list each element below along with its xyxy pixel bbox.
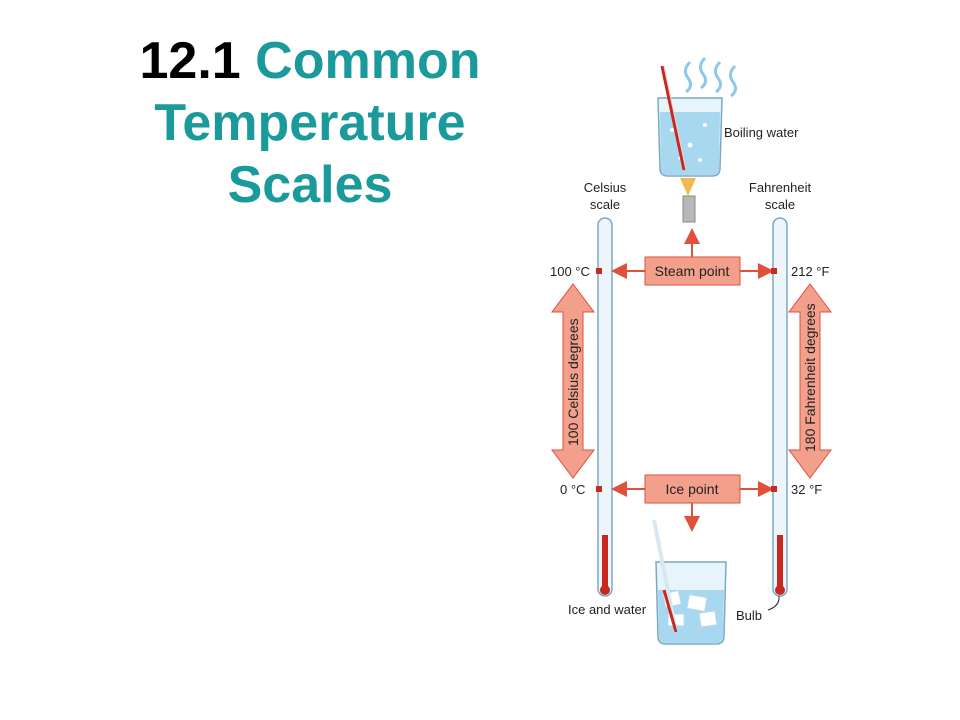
ice-water-beaker <box>652 519 727 645</box>
title-text-line1: Common <box>255 32 481 90</box>
fahrenheit-212-label: 212 °F <box>791 264 830 279</box>
ice-point-box <box>644 474 741 504</box>
fahrenheit-32-tick <box>771 486 777 492</box>
slide-title: 12.1 Common Temperature Scales <box>100 30 520 216</box>
celsius-degrees-label: 100 Celsius degrees <box>565 318 581 446</box>
title-text-line2: Temperature <box>154 94 466 152</box>
fahrenheit-degrees-label: 180 Fahrenheit degrees <box>802 303 818 452</box>
fahrenheit-thermometer <box>772 217 788 597</box>
celsius-degrees-double-arrow <box>551 283 595 479</box>
fahrenheit-212-tick <box>771 268 777 274</box>
fahrenheit-32-label: 32 °F <box>791 482 822 497</box>
ice-and-water-label: Ice and water <box>568 602 647 617</box>
fahrenheit-scale-label-line2: scale <box>765 197 795 212</box>
celsius-100-label: 100 °C <box>550 264 590 279</box>
boiling-water-label: Boiling water <box>724 125 799 140</box>
fahrenheit-degrees-double-arrow <box>788 283 832 479</box>
celsius-scale-label-line2: scale <box>590 197 620 212</box>
celsius-0-tick <box>596 486 602 492</box>
boiling-water-beaker <box>657 56 738 223</box>
celsius-100-tick <box>596 268 602 274</box>
bulb-pointer-line <box>767 595 780 611</box>
celsius-scale-label-line1: Celsius <box>584 180 627 195</box>
celsius-thermometer <box>597 217 613 597</box>
bulb-label: Bulb <box>736 608 762 623</box>
ice-point-label: Ice point <box>666 481 719 497</box>
title-text-line3: Scales <box>227 156 393 214</box>
steam-point-box <box>644 256 741 286</box>
title-number: 12.1 <box>139 32 241 90</box>
fahrenheit-scale-label-line1: Fahrenheit <box>749 180 812 195</box>
steam-point-label: Steam point <box>655 263 730 279</box>
celsius-0-label: 0 °C <box>560 482 585 497</box>
